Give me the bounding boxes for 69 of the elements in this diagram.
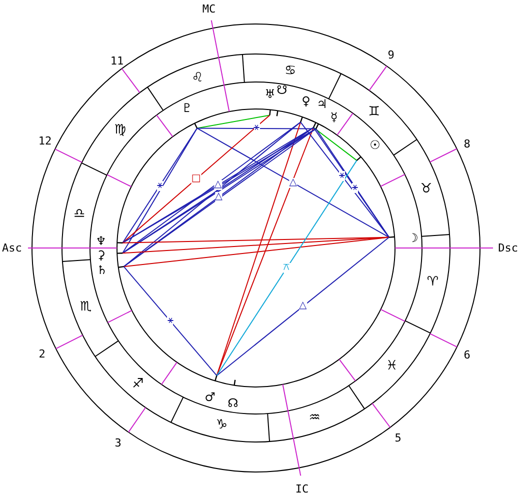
tick-mark-icon [356,156,362,161]
tick-mark-icon [214,375,218,382]
tick-mark-icon [315,124,319,129]
house-number: 11 [110,56,124,66]
tick-mark-icon [194,123,198,128]
aspect-symbol: △ [214,192,222,202]
house-number: 6 [464,350,470,360]
aspect-line [196,128,390,238]
aspect-symbol: ⚹ [156,180,163,191]
tick-mark-icon [312,122,316,128]
aspect-symbol: □ [191,174,201,184]
zodiac-glyph: ♋ [284,64,296,78]
zodiac-glyph: ♍ [114,123,126,136]
aspect-symbol: ⚹ [339,171,346,182]
planet-glyph: ♂ [204,391,216,403]
aspect-symbol: △ [214,180,222,190]
house-number: 8 [464,138,470,150]
house-number: 9 [388,50,394,60]
tick-mark-icon [300,116,303,122]
planet-glyph: ♅ [264,88,276,100]
zodiac-glyph: ♊ [368,106,380,119]
zodiac-glyph: ♉ [420,182,432,196]
zodiac-glyph: ♑ [216,418,228,432]
aspect-symbol: ⚻ [283,263,290,273]
aspect-symbol: △ [289,178,297,188]
axis-label: MC [202,4,216,14]
house-number: 5 [394,432,402,444]
tick-mark-icon [389,236,395,238]
planet-glyph: ☽ [408,232,418,244]
aspect-line [216,160,358,376]
aspect-line [196,114,270,129]
zodiac-glyph: ♓ [386,360,398,373]
planet-glyph: ♄ [96,264,108,276]
planet-glyph: ♆ [96,235,106,247]
planet-glyph: ♇ [182,102,192,114]
tick-mark-icon [117,252,123,254]
aspect-symbol: ⚹ [352,182,358,193]
aspect-symbol: ⚹ [167,316,174,326]
tick-mark-icon [269,110,271,116]
zodiac-glyph: ♏ [80,300,92,314]
tick-mark-icon [234,380,236,386]
tick-mark-icon [117,242,123,244]
zodiac-glyph: ♎ [73,207,86,220]
zodiac-glyph: ♒ [308,412,320,425]
aspect-line [123,266,218,376]
planet-glyph: ☿ [330,111,338,123]
planet-glyph: ⚳ [96,249,106,261]
aspect-line [312,127,358,161]
house-number: 12 [38,136,52,146]
axis-label: Dsc [498,242,518,254]
aspect-line [300,122,390,238]
zodiac-glyph: ♈ [426,276,439,289]
planet-glyph: ♀ [302,95,310,107]
aspect-line [122,114,270,244]
axis-label: Asc [2,242,22,254]
planet-glyph: ☊ [228,397,238,409]
aspect-symbol: △ [299,301,307,312]
planet-glyph: ☉ [370,139,380,151]
zodiac-glyph: ♌ [192,71,204,84]
aspect-line [123,236,390,268]
planet-glyph: ☋ [276,84,288,96]
tick-mark-icon [276,110,278,116]
tick-mark-icon [118,266,124,268]
house-number: 2 [38,348,46,360]
house-number: 3 [114,438,122,448]
aspect-line [216,236,390,376]
zodiac-glyph: ♐ [132,377,144,390]
planet-glyph: ♃ [316,98,328,110]
axis-label: IC [295,484,309,494]
